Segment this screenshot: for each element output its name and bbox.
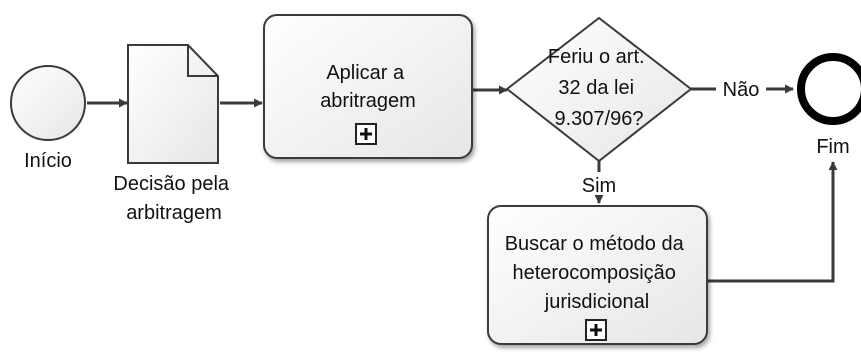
start-event-label: Início xyxy=(24,150,72,172)
gateway-label: Feriu o art. 32 da lei 9.307/96? xyxy=(548,46,650,130)
document-fold xyxy=(187,45,218,77)
end-event-circle[interactable] xyxy=(797,53,861,125)
task-search-box[interactable] xyxy=(487,205,708,345)
task-apply-box[interactable] xyxy=(263,14,473,159)
task-apply-arbitration[interactable]: Aplicar a abritragem xyxy=(263,14,473,159)
subprocess-expand-icon[interactable] xyxy=(585,319,607,341)
flow-no-label: Não xyxy=(723,79,760,101)
flow-yes-label: Sim xyxy=(582,175,616,197)
document-shape[interactable] xyxy=(127,44,219,164)
task-apply-label: Aplicar a abritragem xyxy=(320,62,416,112)
flow-search-task-to-end xyxy=(708,161,838,283)
gateway-diamond[interactable] xyxy=(505,16,693,163)
start-event-circle[interactable] xyxy=(10,65,86,141)
task-search-label: Buscar o método da heterocomposição juri… xyxy=(505,233,690,313)
task-search-method[interactable]: Buscar o método da heterocomposição juri… xyxy=(487,205,708,345)
subprocess-expand-icon[interactable] xyxy=(355,123,377,145)
end-event-label: Fim xyxy=(816,136,849,158)
document-label: Decisão pela arbitragem xyxy=(113,173,234,224)
